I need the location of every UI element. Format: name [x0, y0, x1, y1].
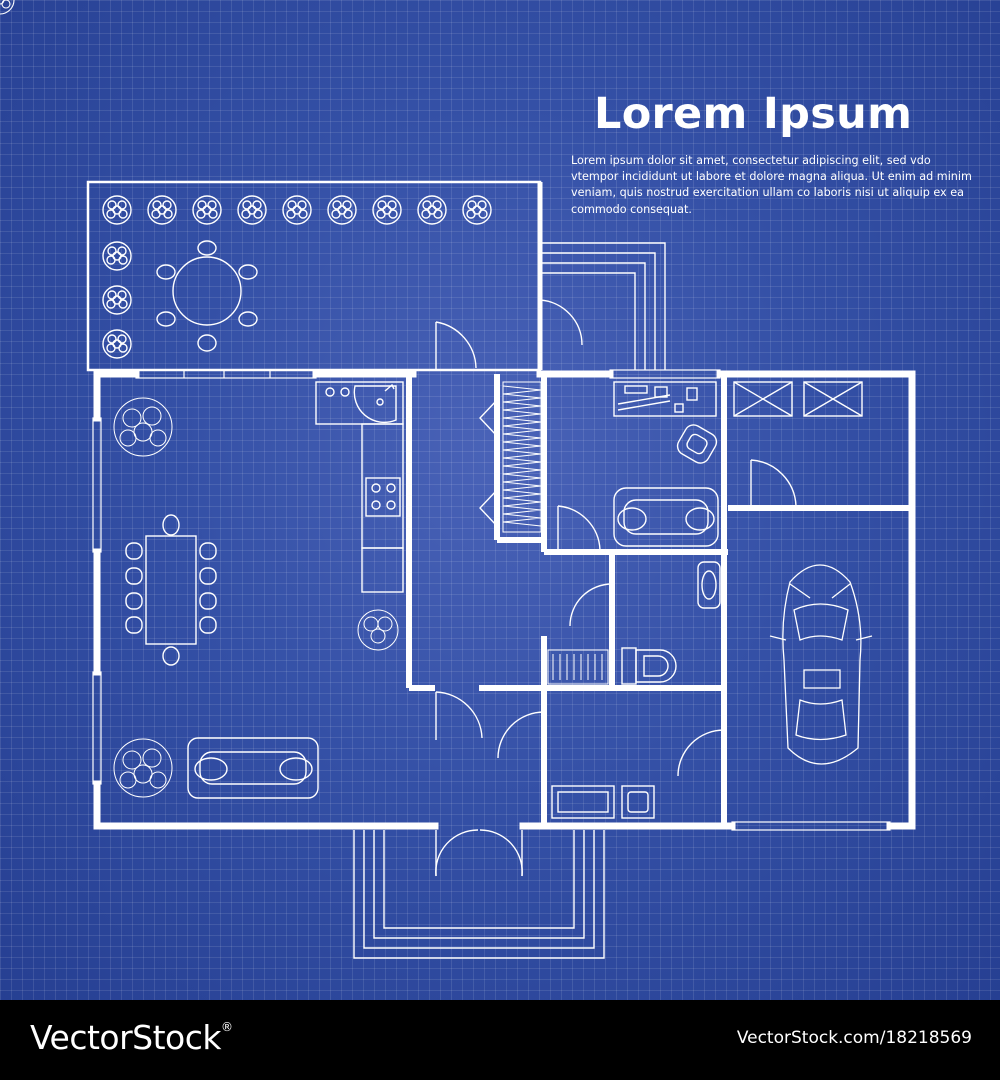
windows	[92, 369, 891, 831]
wardrobe	[502, 381, 542, 533]
logo-text: VectorStock	[30, 1018, 222, 1057]
shoe-rack	[547, 649, 609, 685]
interior-walls	[406, 374, 912, 826]
storage-boxes	[733, 381, 863, 417]
blueprint-canvas: Lorem Ipsum Lorem ipsum dolor sit amet, …	[0, 0, 1000, 1000]
storage-door	[750, 459, 797, 508]
terrace-door	[435, 321, 477, 370]
floor-plan	[0, 0, 916, 959]
lower-doors	[435, 691, 725, 777]
round-table	[156, 240, 258, 352]
living-plants	[113, 397, 399, 798]
living-sofa	[187, 737, 319, 799]
terrace-bushes	[0, 0, 15, 15]
car	[769, 564, 873, 765]
outer-walls	[93, 370, 916, 830]
bush-row	[102, 195, 492, 359]
watermark-bar: VectorStock® VectorStock.com/18218569	[0, 1000, 1000, 1080]
laundry-fixtures	[551, 785, 655, 819]
bathroom-door	[569, 583, 613, 627]
kitchen-counter	[315, 381, 404, 593]
dining-table	[125, 514, 217, 666]
bedroom-door	[557, 505, 601, 552]
body-text: Lorem ipsum dolor sit amet, consectetur …	[571, 154, 972, 216]
front-steps	[353, 830, 605, 959]
bathroom-fixtures	[621, 561, 721, 685]
vectorstock-logo: VectorStock®	[30, 1018, 233, 1057]
armchair	[676, 424, 718, 464]
bedroom-sofa	[613, 487, 719, 547]
front-door	[435, 829, 523, 877]
image-reference: VectorStock.com/18218569	[736, 1028, 972, 1048]
hall-door-swings	[479, 399, 498, 527]
registered-mark: ®	[221, 1020, 233, 1034]
heading: Lorem Ipsum	[594, 89, 913, 139]
desk	[613, 381, 717, 417]
entrance-steps-right	[539, 242, 666, 370]
